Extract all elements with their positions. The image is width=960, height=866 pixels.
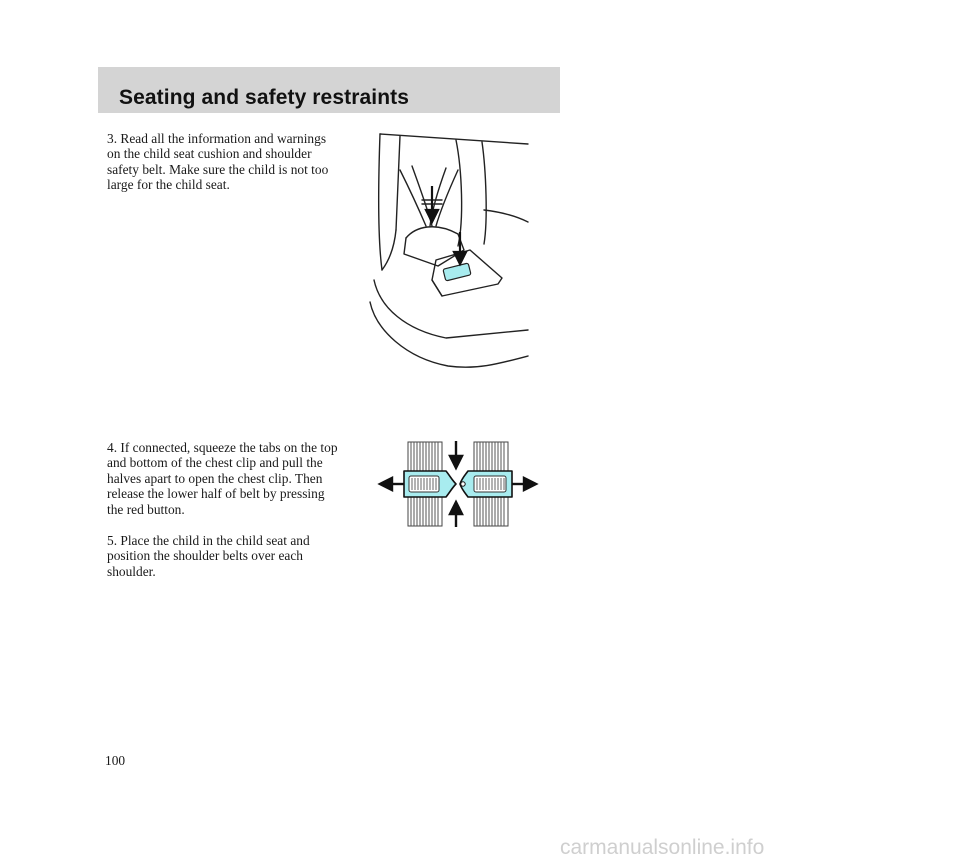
watermark-text: carmanualsonline.info xyxy=(560,836,765,859)
section-header-band xyxy=(98,67,560,113)
step-3-text: 3. Read all the information and warnings… xyxy=(107,131,329,193)
page-number: 100 xyxy=(105,753,126,768)
step-5-text: 5. Place the child in the child seat and… xyxy=(107,533,310,579)
step-4-text: 4. If connected, squeeze the tabs on the… xyxy=(107,440,338,517)
child-seat-illustration xyxy=(369,133,529,368)
section-title: Seating and safety restraints xyxy=(119,86,409,109)
chest-clip-illustration xyxy=(377,441,539,527)
